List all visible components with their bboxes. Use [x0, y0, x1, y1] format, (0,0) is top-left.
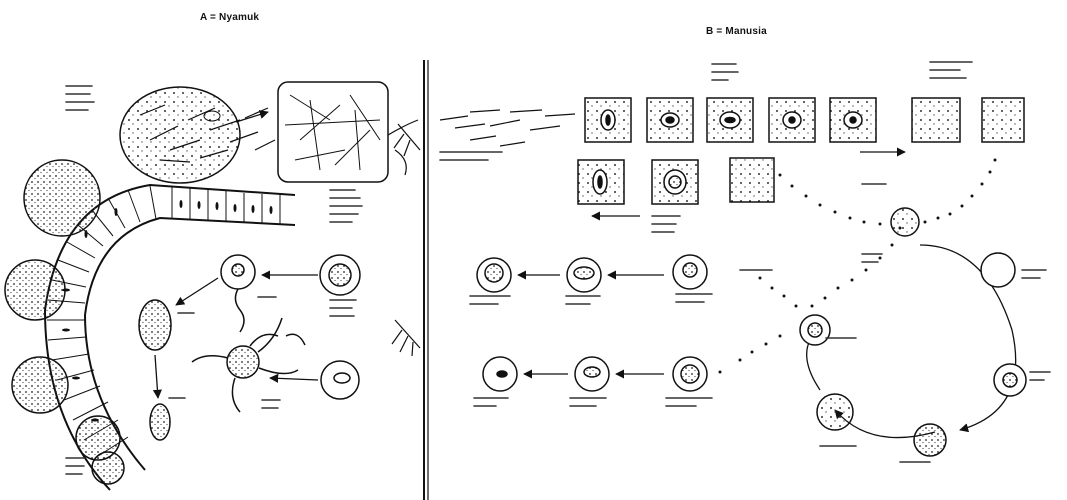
gametocyte-row-upper: [477, 255, 707, 292]
salivary-gland: [278, 82, 418, 182]
injected-sporozoites: [440, 110, 575, 146]
blood-cells-cycle: [800, 208, 1026, 456]
oocyst-group: [5, 160, 124, 484]
panel-divider: [424, 60, 428, 500]
sexual-stage-cells-a: [139, 255, 360, 440]
liver-cell-row-2: [578, 158, 774, 204]
gametocyte-row-lower: [483, 357, 707, 391]
mosquito-icon: [392, 124, 420, 356]
sporozoite-cluster: [120, 87, 275, 183]
liver-cell-row: [585, 98, 1024, 142]
